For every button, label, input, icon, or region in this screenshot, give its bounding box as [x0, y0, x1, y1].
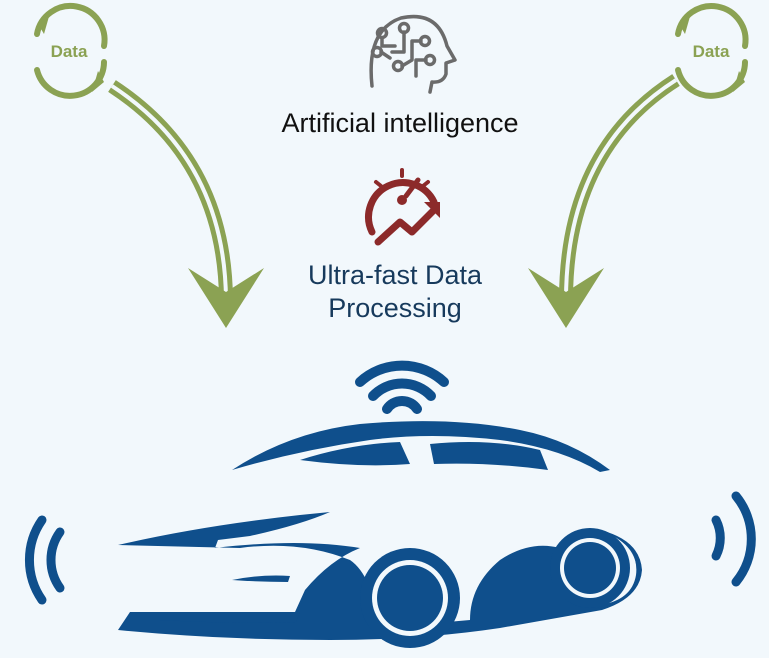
car-rear-wheel	[550, 528, 630, 608]
wifi-signal-icon	[355, 360, 449, 414]
car-window	[300, 442, 410, 466]
data-flow-arrow-right	[528, 74, 680, 328]
car-icon	[118, 421, 642, 648]
processing-label: Ultra-fast Data Processing	[270, 259, 520, 325]
car-window-rear	[430, 442, 548, 470]
speedometer-growth-icon	[365, 168, 440, 246]
car-grille	[160, 612, 300, 623]
ai-label: Artificial intelligence	[281, 108, 519, 138]
signal-waves-right-icon	[711, 491, 756, 587]
data-flow-arrow-left	[108, 80, 264, 328]
processing-label-line1: Ultra-fast Data	[307, 260, 483, 290]
car-roof	[232, 421, 610, 472]
car-front-wheel	[360, 548, 460, 648]
data-label-right: Data	[693, 42, 730, 61]
car-headlight	[232, 575, 290, 582]
ai-head-icon	[369, 14, 457, 94]
processing-label-line2: Processing	[328, 292, 462, 323]
signal-waves-left-icon	[25, 515, 65, 605]
data-label-left: Data	[51, 42, 88, 61]
car-body	[118, 512, 642, 640]
data-cycle-icon-left: Data	[34, 2, 108, 99]
data-cycle-icon-right: Data	[675, 2, 749, 99]
